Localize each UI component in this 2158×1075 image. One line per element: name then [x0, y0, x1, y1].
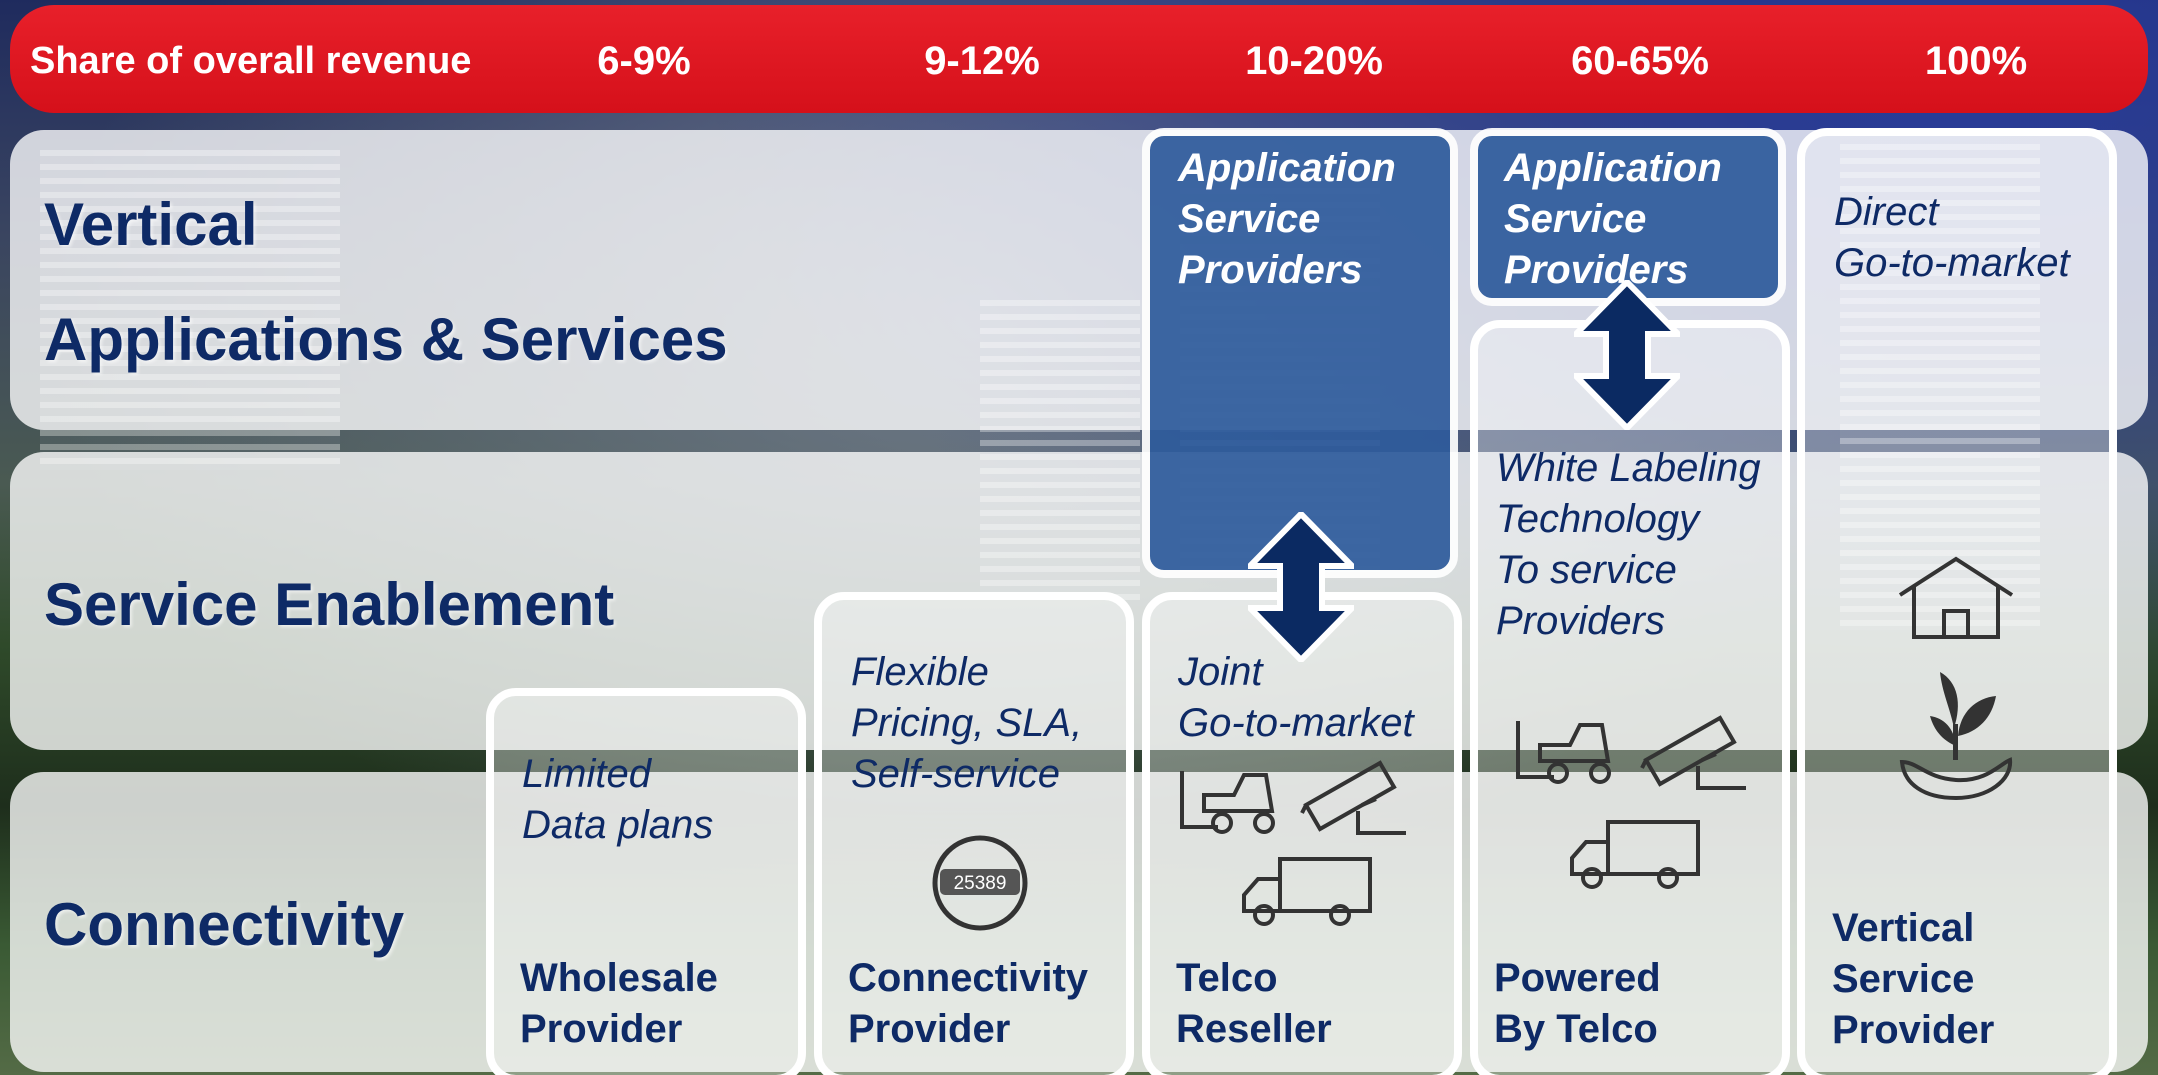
- service-enablement-band: [10, 452, 2148, 750]
- reseller-description: Joint Go-to-market: [1178, 650, 1414, 745]
- wholesale-title: Wholesale Provider: [520, 956, 718, 1051]
- plant-in-hand-icon: [1896, 668, 2016, 802]
- powered-title: Powered By Telco: [1494, 956, 1661, 1051]
- application-service-providers-box: [1142, 128, 1458, 578]
- forklift-icon: [1174, 765, 1286, 837]
- powered-description: White Labeling Technology To service Pro…: [1496, 446, 1761, 643]
- row-label-vertical: Vertical: [44, 191, 258, 258]
- application-service-providers-box: [1470, 128, 1786, 306]
- revenue-share-connectivity: 9-12%: [924, 39, 1040, 83]
- meter-icon: 25389: [930, 833, 1030, 933]
- revenue-share-wholesale: 6-9%: [597, 39, 691, 83]
- powered-by-telco-card: [1470, 320, 1790, 1075]
- wholesale-description: Limited Data plans: [522, 752, 714, 847]
- row-label-applications: Applications & Services: [44, 306, 728, 373]
- connectivity-band: [10, 772, 2148, 1072]
- revenue-share-label: Share of overall revenue: [30, 40, 472, 82]
- svg-text:25389: 25389: [954, 873, 1007, 894]
- revenue-share-reseller: 10-20%: [1245, 39, 1383, 83]
- reseller-title: Telco Reseller: [1176, 956, 1332, 1051]
- row-label-service-enablement: Service Enablement: [44, 571, 615, 638]
- vertical-applications-band: [10, 130, 2148, 430]
- double-arrow-icon: [1574, 280, 1680, 430]
- camera-icon: [1640, 710, 1750, 800]
- wholesale-provider-card: [486, 688, 806, 1075]
- truck-icon: [1568, 818, 1702, 892]
- asp-box-label: Application Service Providers: [1504, 146, 1722, 292]
- forklift-icon: [1510, 715, 1622, 787]
- asp-box-label: Application Service Providers: [1178, 146, 1396, 292]
- revenue-share-vertical: 100%: [1924, 39, 2028, 83]
- vertical-service-provider-card: [1797, 128, 2117, 1075]
- row-label-connectivity: Connectivity: [44, 891, 405, 958]
- telco-reseller-card: [1142, 592, 1462, 1075]
- vertical-description: Direct Go-to-market: [1834, 190, 2070, 285]
- house-icon: [1896, 555, 2016, 641]
- vertical-title: Vertical Service Provider: [1832, 906, 1995, 1052]
- camera-icon: [1300, 755, 1410, 845]
- connectivity-description: Flexible Pricing, SLA, Self-service: [851, 650, 1083, 796]
- revenue-share-header: Share of overall revenue 6-9% 9-12% 10-2…: [10, 5, 2148, 113]
- truck-icon: [1240, 855, 1374, 929]
- revenue-share-powered-by-telco: 60-65%: [1571, 39, 1709, 83]
- connectivity-provider-card: [814, 592, 1134, 1075]
- double-arrow-icon: [1248, 512, 1354, 662]
- connectivity-title: Connectivity Provider: [848, 956, 1089, 1051]
